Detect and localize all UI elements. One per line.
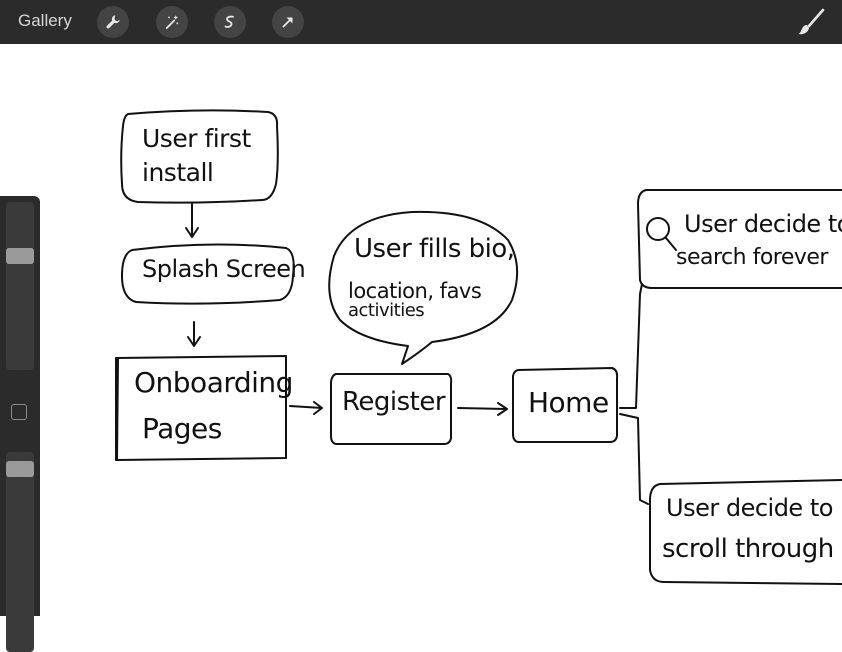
bio-text-line3: activities bbox=[348, 300, 425, 321]
install-box-outline bbox=[120, 109, 279, 204]
branch-to-scroll bbox=[619, 413, 649, 505]
splash-text: Splash Screen bbox=[142, 255, 306, 283]
home-text: Home bbox=[528, 386, 609, 419]
brush-button[interactable] bbox=[796, 7, 826, 37]
magnifier-handle bbox=[665, 237, 677, 251]
arrow-splash-onboarding bbox=[187, 321, 201, 347]
onboarding-text-line1: Onboarding bbox=[134, 366, 293, 399]
left-sidebar bbox=[0, 196, 40, 652]
search-text-line2: search forever bbox=[676, 245, 828, 270]
opacity-thumb[interactable] bbox=[6, 461, 34, 478]
magnifier-circle bbox=[646, 217, 670, 241]
drawing-canvas[interactable]: User first install Splash Screen Onboard… bbox=[0, 44, 842, 595]
adjustments-button[interactable] bbox=[156, 6, 188, 38]
onboarding-text-line2: Pages bbox=[142, 412, 222, 445]
arrow-install-splash bbox=[185, 203, 199, 238]
arrow-register-home bbox=[457, 402, 508, 416]
bio-text-line2: location, favs bbox=[348, 279, 482, 303]
search-box-outline bbox=[637, 189, 842, 289]
scroll-text-line2: scroll through bbox=[662, 534, 834, 564]
wrench-icon bbox=[106, 15, 120, 29]
paintbrush-icon bbox=[798, 8, 825, 35]
sketch-strokes bbox=[115, 109, 842, 585]
search-text-line1: User decide to bbox=[684, 210, 842, 238]
install-text-line2: install bbox=[142, 158, 214, 187]
top-toolbar: Gallery bbox=[0, 0, 842, 44]
brush-size-slider[interactable] bbox=[6, 202, 34, 370]
home-box-outline bbox=[512, 367, 619, 443]
branch-to-search bbox=[619, 283, 643, 409]
selection-button[interactable] bbox=[214, 6, 246, 38]
magic-wand-icon bbox=[165, 15, 179, 29]
transform-arrow-icon bbox=[282, 17, 293, 28]
register-box-outline bbox=[330, 373, 453, 445]
transform-button[interactable] bbox=[272, 6, 304, 38]
bio-text-line1: User fills bio, bbox=[354, 234, 515, 264]
modify-button[interactable] bbox=[11, 404, 27, 420]
scroll-text-line1: User decide to bbox=[666, 494, 833, 522]
selection-icon bbox=[224, 15, 234, 28]
brush-size-thumb[interactable] bbox=[6, 247, 34, 264]
splash-box-outline bbox=[121, 243, 295, 305]
install-text-line1: User first bbox=[142, 124, 251, 153]
actions-button[interactable] bbox=[97, 6, 129, 38]
scroll-box-outline bbox=[649, 479, 842, 585]
speech-bubble-outline bbox=[328, 210, 519, 365]
arrow-onboarding-register bbox=[289, 401, 323, 415]
onboarding-box-outline bbox=[115, 355, 287, 461]
gallery-button[interactable]: Gallery bbox=[18, 11, 72, 30]
register-text: Register bbox=[342, 387, 446, 417]
